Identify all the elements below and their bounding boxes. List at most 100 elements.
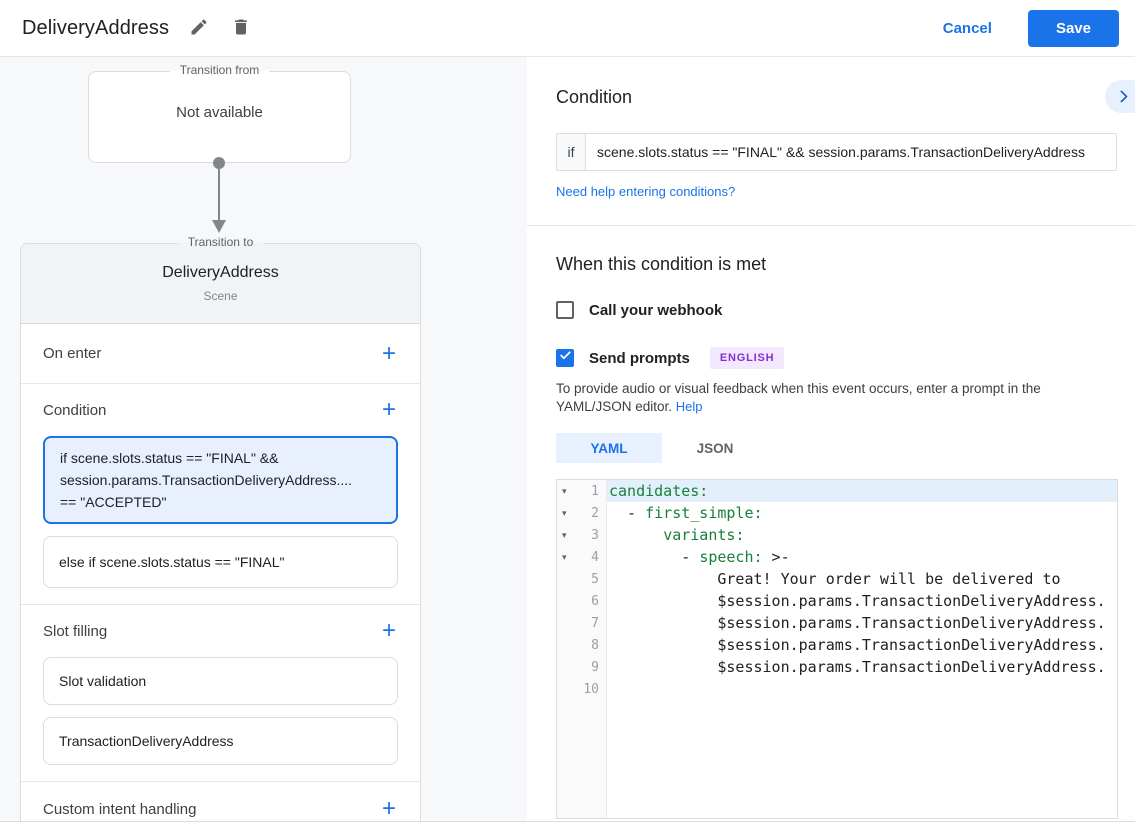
- edit-button[interactable]: [187, 16, 211, 40]
- line-number: 4: [591, 549, 599, 565]
- add-on-enter-button[interactable]: +: [380, 341, 398, 365]
- gutter-row: 5: [557, 568, 606, 590]
- line-number: 2: [591, 505, 599, 521]
- yaml-text-token: $session.params.TransactionDeliveryAddre…: [609, 592, 1106, 610]
- line-number: 7: [591, 615, 599, 631]
- send-prompts-checkbox[interactable]: [556, 349, 574, 367]
- plus-icon: +: [381, 396, 396, 423]
- yaml-text-token: $session.params.TransactionDeliveryAddre…: [609, 658, 1106, 676]
- code-line[interactable]: $session.params.TransactionDeliveryAddre…: [607, 590, 1117, 612]
- gutter-row: ▾4: [557, 546, 606, 568]
- on-enter-section: On enter +: [21, 324, 420, 384]
- gutter-row: ▾2: [557, 502, 606, 524]
- slot-filling-label: Slot filling: [43, 622, 108, 640]
- code-line[interactable]: candidates:: [607, 480, 1117, 502]
- condition-section: Condition + if scene.slots.status == "FI…: [21, 384, 420, 605]
- tab-json[interactable]: JSON: [696, 440, 734, 456]
- on-enter-label: On enter: [43, 345, 102, 362]
- scene-card-header[interactable]: Transition to DeliveryAddress Scene: [21, 235, 420, 324]
- custom-intent-section: Custom intent handling +: [21, 782, 420, 821]
- scene-flow-canvas: Transition from Not available Transition…: [0, 57, 527, 821]
- scene-card: Transition to DeliveryAddress Scene On e…: [20, 235, 421, 821]
- transition-to-legend: Transition to: [177, 235, 264, 249]
- fold-arrow-icon[interactable]: ▾: [562, 551, 567, 562]
- condition-expression-row: if: [556, 133, 1117, 171]
- trash-icon: [231, 17, 251, 40]
- yaml-text-token: >-: [762, 548, 790, 566]
- page-title: DeliveryAddress: [22, 16, 170, 39]
- line-number: 10: [583, 681, 599, 697]
- save-button[interactable]: Save: [1027, 9, 1119, 47]
- prompt-description-text: To provide audio or visual feedback when…: [556, 381, 1041, 414]
- yaml-text-token: -: [609, 504, 646, 522]
- send-prompts-row: Send prompts ENGLISH: [556, 347, 1135, 369]
- cancel-button[interactable]: Cancel: [931, 12, 1004, 45]
- yaml-key-token: variants:: [663, 526, 745, 544]
- condition-item[interactable]: else if scene.slots.status == "FINAL": [43, 536, 398, 588]
- condition-detail-panel: Condition if Need help entering conditio…: [527, 57, 1135, 821]
- line-number: 9: [591, 659, 599, 675]
- line-number: 8: [591, 637, 599, 653]
- if-prefix-label: if: [557, 134, 586, 170]
- add-custom-intent-button[interactable]: +: [380, 797, 398, 821]
- yaml-text-token: Great! Your order will be delivered to: [609, 570, 1061, 588]
- condition-help-link[interactable]: Need help entering conditions?: [556, 184, 736, 199]
- editor-code[interactable]: candidates: - first_simple: variants: - …: [607, 480, 1117, 818]
- code-line[interactable]: - speech: >-: [607, 546, 1117, 568]
- slot-filling-section: Slot filling + Slot validation Transacti…: [21, 605, 420, 782]
- add-slot-button[interactable]: +: [380, 619, 398, 643]
- plus-icon: +: [381, 795, 396, 821]
- yaml-key-token: candidates:: [609, 482, 709, 500]
- chevron-right-icon: [1115, 90, 1128, 103]
- plus-icon: +: [381, 617, 396, 644]
- condition-section-label: Condition: [43, 401, 107, 419]
- slot-item[interactable]: TransactionDeliveryAddress: [43, 717, 398, 765]
- gutter-row: ▾3: [557, 524, 606, 546]
- send-prompts-label: Send prompts: [589, 349, 690, 367]
- pencil-icon: [189, 17, 209, 40]
- prompt-description: To provide audio or visual feedback when…: [556, 380, 1108, 416]
- panel-divider: [527, 225, 1135, 226]
- transition-from-box[interactable]: Transition from Not available: [88, 63, 351, 163]
- code-line[interactable]: variants:: [607, 524, 1117, 546]
- gutter-row: 7: [557, 612, 606, 634]
- transition-from-legend: Transition from: [169, 63, 270, 77]
- delete-button[interactable]: [229, 16, 253, 40]
- fold-arrow-icon[interactable]: ▾: [562, 485, 567, 496]
- line-number: 6: [591, 593, 599, 609]
- plus-icon: +: [381, 339, 396, 367]
- app-bar: DeliveryAddress Cancel Save: [0, 0, 1135, 57]
- condition-item-selected[interactable]: if scene.slots.status == "FINAL" && sess…: [43, 436, 398, 524]
- yaml-text-token: $session.params.TransactionDeliveryAddre…: [609, 614, 1106, 632]
- main-area: Transition from Not available Transition…: [0, 57, 1135, 822]
- gutter-row: 8: [557, 634, 606, 656]
- gutter-row: ▾1: [557, 480, 606, 502]
- code-line[interactable]: [607, 678, 1117, 700]
- gutter-row: 10: [557, 678, 606, 700]
- condition-expression-input[interactable]: [586, 134, 1116, 170]
- transition-from-value: Not available: [176, 103, 263, 121]
- code-line[interactable]: - first_simple:: [607, 502, 1117, 524]
- add-condition-button[interactable]: +: [380, 398, 398, 422]
- webhook-row: Call your webhook: [556, 301, 1135, 319]
- code-line[interactable]: Great! Your order will be delivered to: [607, 568, 1117, 590]
- code-line[interactable]: $session.params.TransactionDeliveryAddre…: [607, 612, 1117, 634]
- slot-validation-item[interactable]: Slot validation: [43, 657, 398, 705]
- call-webhook-label: Call your webhook: [589, 301, 723, 319]
- yaml-key-token: speech:: [699, 548, 763, 566]
- fold-arrow-icon[interactable]: ▾: [562, 507, 567, 518]
- gutter-row: 9: [557, 656, 606, 678]
- yaml-text-token: [609, 526, 663, 544]
- check-icon: [559, 349, 572, 367]
- scene-type-label: Scene: [203, 289, 238, 303]
- fold-arrow-icon[interactable]: ▾: [562, 529, 567, 540]
- help-link[interactable]: Help: [675, 399, 703, 414]
- gutter-row: 6: [557, 590, 606, 612]
- code-line[interactable]: $session.params.TransactionDeliveryAddre…: [607, 634, 1117, 656]
- tab-yaml[interactable]: YAML: [556, 433, 662, 463]
- collapse-panel-button[interactable]: [1105, 80, 1135, 113]
- call-webhook-checkbox[interactable]: [556, 301, 574, 319]
- code-line[interactable]: $session.params.TransactionDeliveryAddre…: [607, 656, 1117, 678]
